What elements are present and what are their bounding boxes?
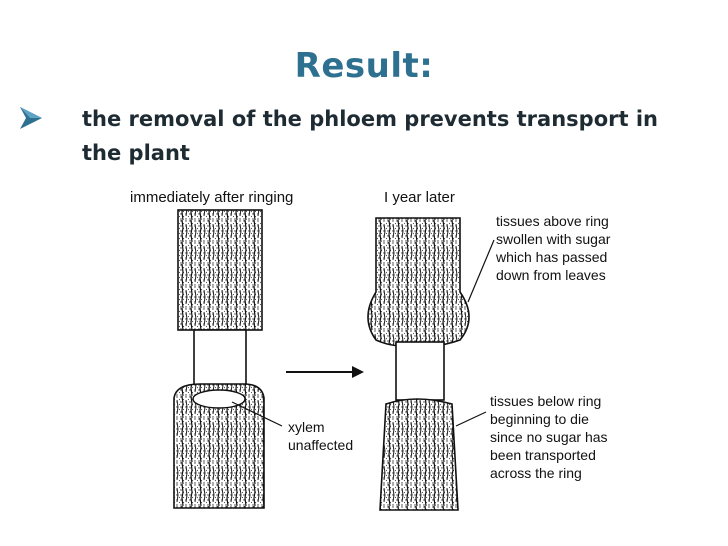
time-arrow <box>286 366 364 378</box>
label-above-1: tissues above ring <box>496 213 609 229</box>
slide-title: Result: <box>294 46 434 86</box>
xylem-pointer <box>231 401 283 427</box>
label-below-4: been transported <box>490 447 596 463</box>
label-below-1: tissues below ring <box>490 393 601 409</box>
exposed-xylem-after <box>395 341 445 401</box>
label-after: I year later <box>384 189 455 206</box>
bullet-text: the removal of the phloem prevents trans… <box>82 107 658 165</box>
label-below-2: beginning to die <box>490 411 589 427</box>
label-above-4: down from leaves <box>496 267 606 283</box>
swollen-upper-bark <box>367 217 470 347</box>
arrow-bullet-icon <box>20 107 42 129</box>
label-below-5: across the ring <box>490 465 582 481</box>
label-xylem-1: xylem <box>288 419 325 435</box>
ring-cut-surface <box>192 389 246 409</box>
label-before: immediately after ringing <box>130 189 293 206</box>
upper-bark-before <box>177 209 263 331</box>
dying-lower-bark <box>379 398 459 511</box>
stem-after <box>367 217 495 511</box>
below-ring-pointer <box>455 411 487 427</box>
label-above-2: swollen with sugar <box>496 231 611 247</box>
label-above-3: which has passed <box>495 249 607 265</box>
label-below-3: since no sugar has <box>490 429 608 445</box>
above-ring-pointer <box>467 239 495 303</box>
stem-before <box>173 209 283 509</box>
label-xylem-2: unaffected <box>288 437 353 453</box>
lower-bark-before <box>173 383 265 509</box>
